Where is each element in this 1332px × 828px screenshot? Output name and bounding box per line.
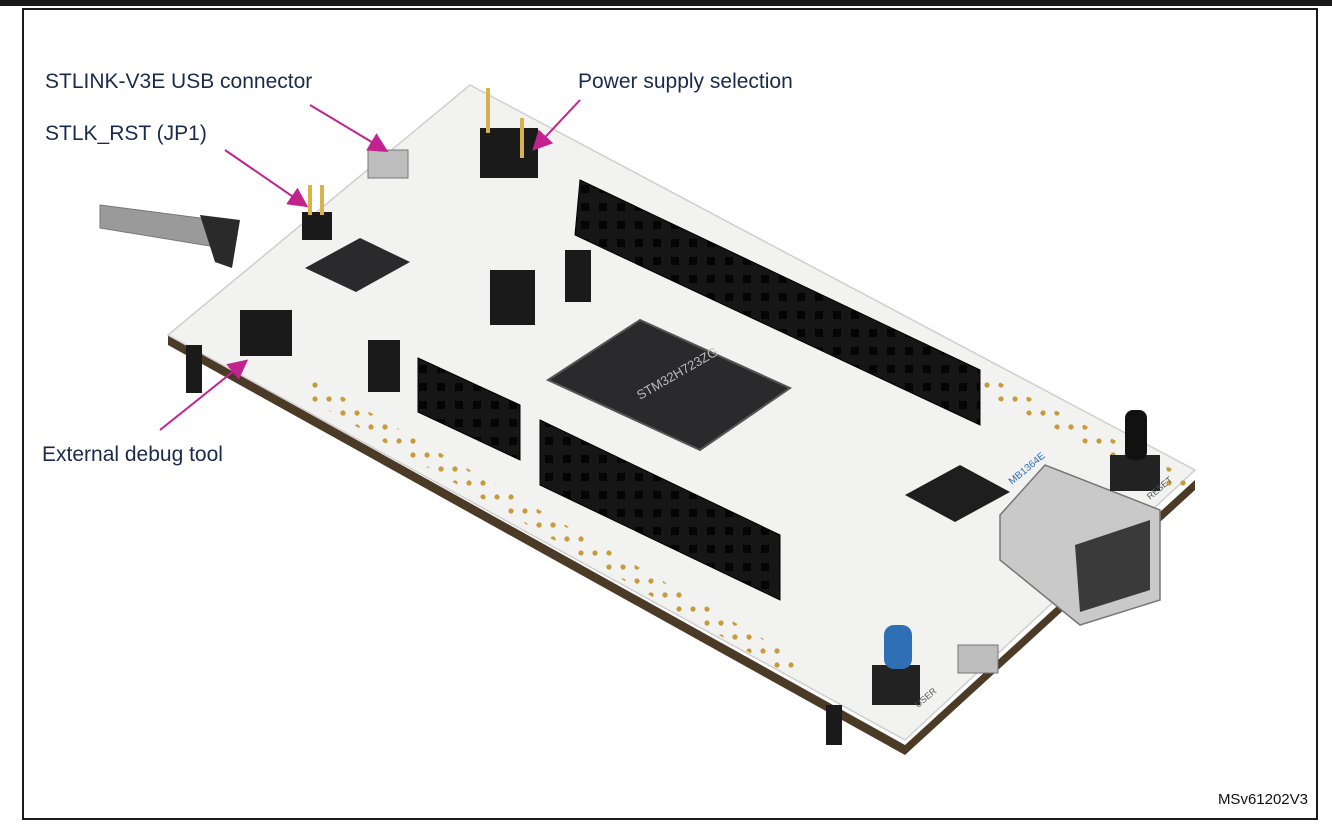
power-jumper-block xyxy=(480,128,538,178)
rj45-opening xyxy=(1075,520,1150,612)
cable-connector xyxy=(200,215,240,268)
user-usb-port xyxy=(957,644,999,674)
debug-header xyxy=(240,310,292,356)
standoff-left xyxy=(186,345,202,393)
power-pin-1 xyxy=(486,88,490,133)
user-button-cap xyxy=(884,625,912,669)
arrow-power-supply xyxy=(532,99,581,151)
stlink-usb-port xyxy=(367,149,409,179)
jumper-c xyxy=(368,340,400,392)
power-pin-2 xyxy=(520,118,524,158)
arrow-stlk-rst xyxy=(224,149,309,208)
standoff-bottom xyxy=(826,705,842,745)
label-usb-connector: STLINK-V3E USB connector xyxy=(45,70,313,93)
figure-id: MSv61202V3 xyxy=(1217,791,1308,808)
arrow-external-debug xyxy=(159,359,249,431)
header-cn7 xyxy=(574,179,981,426)
reset-cap xyxy=(1125,410,1147,460)
stlink-mcu xyxy=(305,238,410,292)
jp1-pin-2 xyxy=(320,185,324,215)
label-external-debug: External debug tool xyxy=(42,443,223,466)
user-button-base[interactable] xyxy=(872,665,920,705)
label-stlk-rst: STLK_RST (JP1) xyxy=(45,122,207,145)
caption-strip xyxy=(0,0,1332,6)
header-cn9 xyxy=(539,419,781,601)
mcu-chip xyxy=(545,318,793,452)
label-power-supply: Power supply selection xyxy=(578,70,793,93)
header-cn8 xyxy=(417,357,521,461)
arrow-usb-connector xyxy=(309,104,389,153)
jumper-a xyxy=(490,270,535,325)
jp1-pin-1 xyxy=(308,185,312,215)
reset-button[interactable] xyxy=(1110,455,1160,491)
ethernet-transformer xyxy=(905,465,1010,522)
jumper-b xyxy=(565,250,591,302)
jp1-header xyxy=(302,212,332,240)
header-holes-left xyxy=(300,378,800,676)
